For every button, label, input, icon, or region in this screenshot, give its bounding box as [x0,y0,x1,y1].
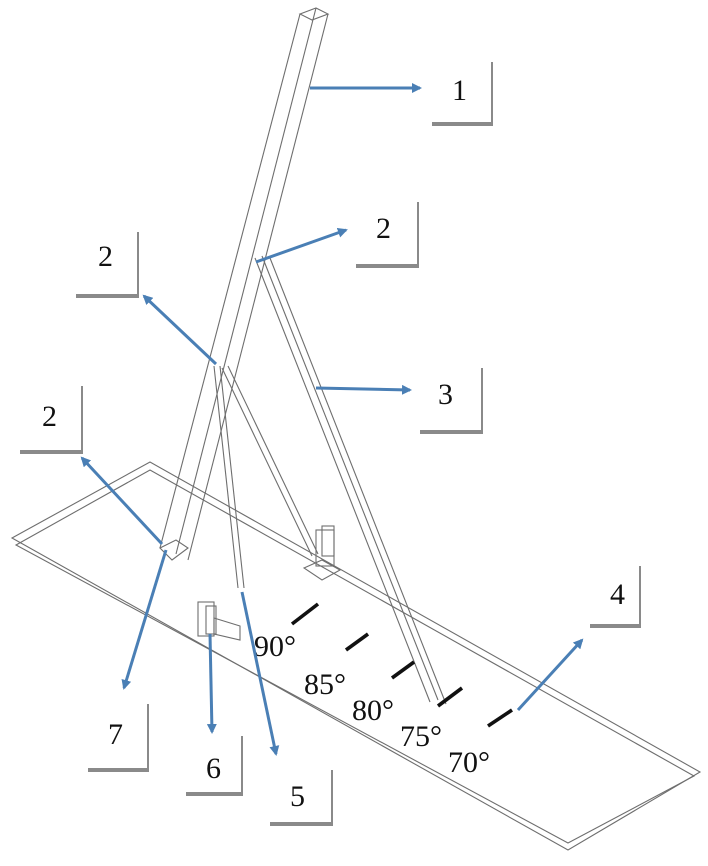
part-label-1: 1 [452,74,467,107]
arrow-7 [121,549,168,690]
angle-ticks [290,602,513,728]
part-label-2-top: 2 [376,212,391,245]
part-label-2-mid: 2 [98,240,113,273]
arrow-2-top [255,227,348,264]
part-label-6: 6 [206,752,221,785]
main-pole [159,7,330,561]
angle-85-label: 85° [304,668,346,701]
support-rod [254,255,447,705]
angle-90-label: 90° [254,630,296,663]
angle-80-label: 80° [352,694,394,727]
arrow-4 [516,638,584,712]
part-label-5: 5 [290,780,305,813]
arrow-2-low [80,456,164,546]
arrow-2-mid [142,294,218,366]
leader-arrows [80,83,584,756]
part-label-2-low: 2 [42,400,57,433]
part-label-4: 4 [610,578,625,611]
angle-70-label: 70° [448,746,490,779]
arrow-5 [240,591,280,756]
part-label-3: 3 [438,378,453,411]
inner-rods [213,365,319,589]
callout-brackets [20,62,641,826]
angle-75-label: 75° [400,720,442,753]
joint-blocks [197,525,342,641]
part-label-7: 7 [108,718,123,751]
base-plate [10,461,702,851]
arrow-6 [206,633,217,734]
arrow-3 [315,384,412,395]
